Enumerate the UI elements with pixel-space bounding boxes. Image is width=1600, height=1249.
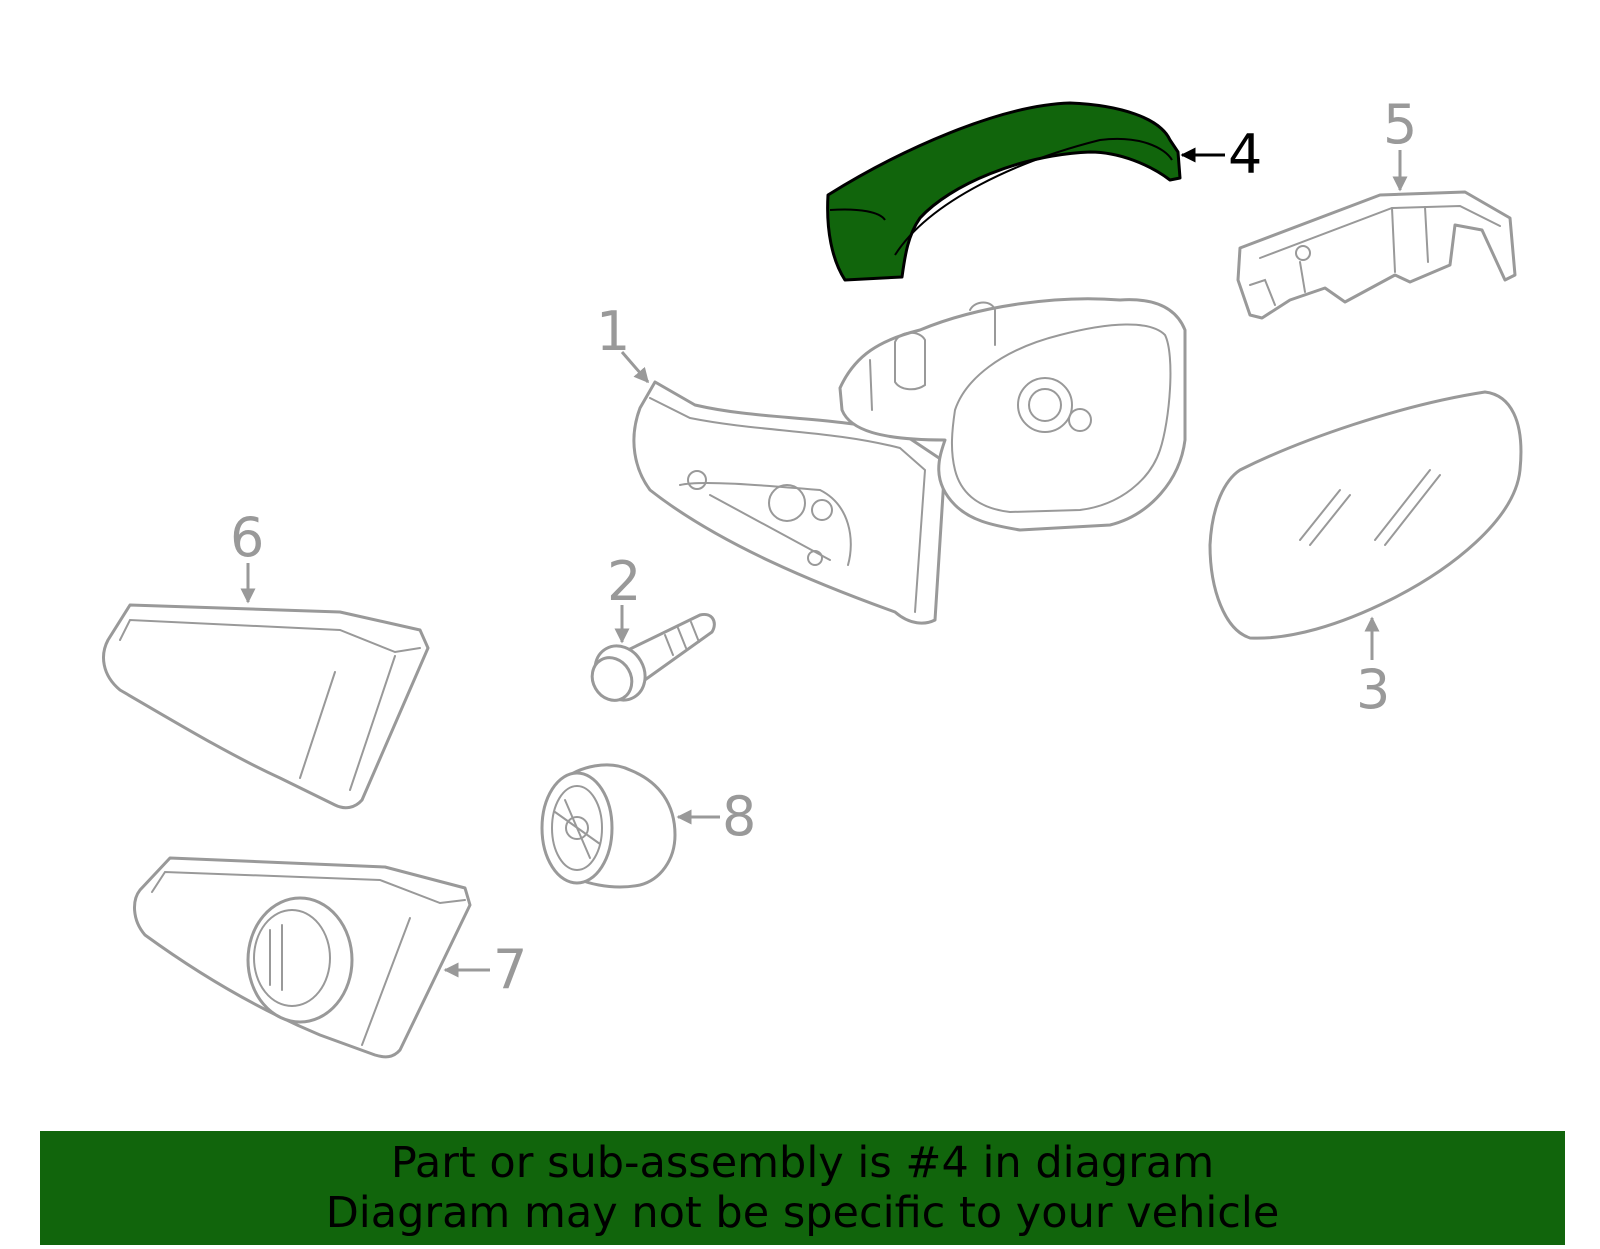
part-7-lamp-assembly[interactable]: [133, 856, 472, 1059]
leader-1: [620, 351, 650, 384]
callout-8[interactable]: 8: [722, 785, 756, 848]
callout-2[interactable]: 2: [607, 550, 641, 613]
callout-7[interactable]: 7: [493, 938, 527, 1001]
banner-line-disclaimer: Diagram may not be specific to your vehi…: [325, 1188, 1280, 1238]
callout-5[interactable]: 5: [1383, 93, 1417, 156]
info-banner: Part or sub-assembly is #4 in diagram Di…: [40, 1131, 1565, 1245]
part-4-mirror-cover[interactable]: [826, 101, 1182, 282]
part-5-bracket[interactable]: [1236, 190, 1517, 320]
banner-line-part: Part or sub-assembly is #4 in diagram: [390, 1138, 1215, 1188]
part-3-mirror-glass[interactable]: [1208, 390, 1523, 640]
callout-6[interactable]: 6: [230, 506, 264, 569]
part-6-lamp-cover[interactable]: [102, 603, 430, 810]
callout-3[interactable]: 3: [1356, 658, 1390, 721]
part-2-screw[interactable]: [585, 612, 716, 709]
part-1-mirror-housing[interactable]: [632, 297, 1187, 625]
callout-1[interactable]: 1: [596, 300, 630, 363]
part-8-actuator[interactable]: [540, 763, 677, 889]
callout-4[interactable]: 4: [1228, 123, 1262, 186]
